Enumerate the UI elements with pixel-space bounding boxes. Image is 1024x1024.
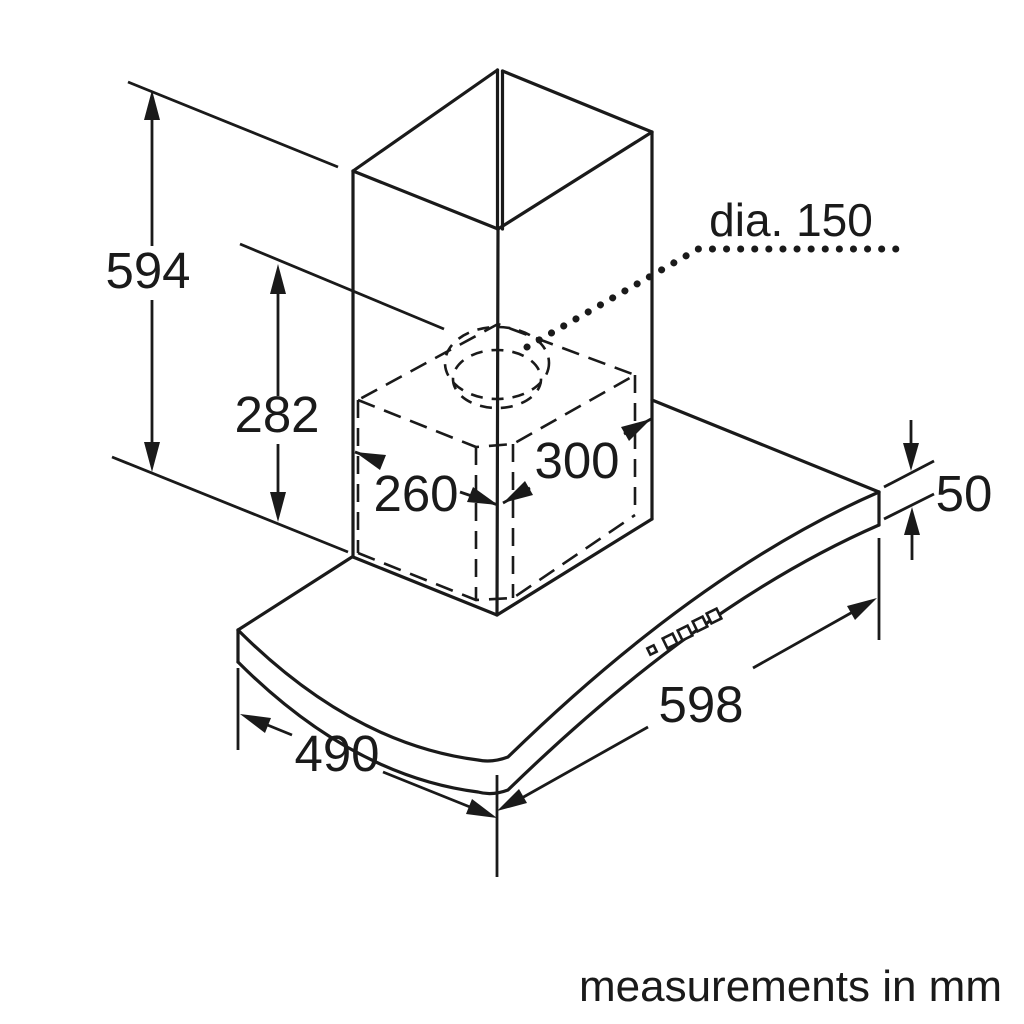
control-button-4 xyxy=(704,606,724,626)
dim-label-canopy-height: 50 xyxy=(936,465,993,522)
dimension-total-height: 594 xyxy=(105,80,349,554)
hood-canopy-outline xyxy=(236,398,881,796)
outlet-collar-hidden-circles xyxy=(443,325,551,410)
control-panel-buttons xyxy=(645,606,724,657)
dimension-duct-depth: 260 xyxy=(354,450,499,522)
outlet-diameter-leader-dots xyxy=(523,245,904,351)
dim-label-canopy-width: 598 xyxy=(658,676,743,733)
dimension-canopy-width: 598 xyxy=(495,538,881,877)
control-button-3 xyxy=(690,614,710,634)
unit-note: measurements in mm xyxy=(579,962,1002,1011)
dim-label-duct-width: 300 xyxy=(534,432,619,489)
inner-duct-hidden-lines xyxy=(354,322,639,602)
dim-label-canopy-depth: 490 xyxy=(294,725,379,782)
chimney-flue-outline xyxy=(351,68,654,617)
control-button-1 xyxy=(660,631,680,651)
control-button-2 xyxy=(675,623,695,643)
dim-label-outlet-diameter: dia. 150 xyxy=(709,194,873,246)
dimension-chimney-section-height: 282 xyxy=(234,242,445,522)
dim-label-chimney-section-height: 282 xyxy=(234,386,319,443)
dimension-canopy-depth: 490 xyxy=(236,668,497,818)
power-led-button xyxy=(645,643,659,657)
dimension-canopy-height: 50 xyxy=(883,420,993,560)
dimension-duct-width: 300 xyxy=(502,417,652,505)
dim-label-total-height: 594 xyxy=(105,242,190,299)
dim-label-duct-depth: 260 xyxy=(373,465,458,522)
